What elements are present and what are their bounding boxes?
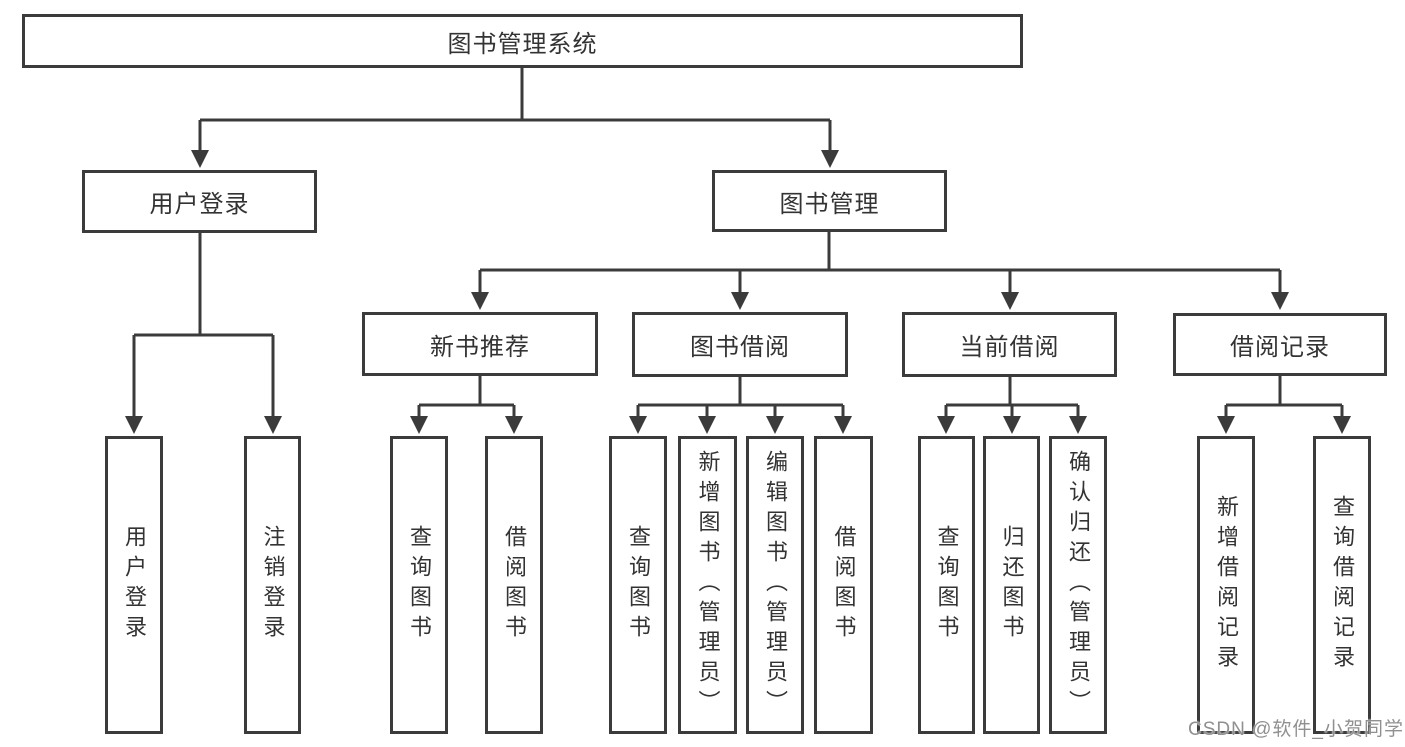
leaf-nbr-query-books: 查询图书 [390,436,448,734]
connector-user-login-branch [125,233,282,434]
leaf-cb-query-books: 查询图书 [918,436,975,734]
node-user-login-branch: 用户登录 [82,170,317,233]
leaf-br-query-record: 查询借阅记录 [1313,436,1371,734]
connector-new-book-recommend-branch [410,376,523,434]
connector-borrow-records-branch [1217,376,1351,434]
node-current-borrow: 当前借阅 [902,312,1117,377]
connector-book-borrow-branch [629,377,852,434]
node-book-management-branch: 图书管理 [712,170,947,232]
leaf-logout: 注销登录 [244,436,301,734]
leaf-cb-return-books: 归还图书 [983,436,1040,734]
leaf-bb-edit-books-admin: 编辑图书（管理员） [746,436,804,734]
node-new-book-recommend: 新书推荐 [362,312,598,376]
connector-book-management-branch [471,232,1289,310]
csdn-watermark: CSDN @软件_小贺同学 [1188,719,1404,740]
connector-root-to-level2 [191,68,839,168]
node-borrow-records: 借阅记录 [1173,313,1387,376]
node-root-library-management-system: 图书管理系统 [22,14,1023,68]
leaf-bb-borrow-books: 借阅图书 [814,436,873,734]
node-book-borrow: 图书借阅 [632,312,848,377]
leaf-bb-add-books-admin: 新增图书（管理员） [678,436,737,734]
leaf-br-add-record: 新增借阅记录 [1197,436,1255,734]
connector-current-borrow-branch [937,377,1087,434]
leaf-nbr-borrow-books: 借阅图书 [485,436,543,734]
leaf-bb-query-books: 查询图书 [609,436,667,734]
leaf-user-login: 用户登录 [105,436,163,734]
leaf-cb-confirm-return-admin: 确认归还（管理员） [1049,436,1107,734]
